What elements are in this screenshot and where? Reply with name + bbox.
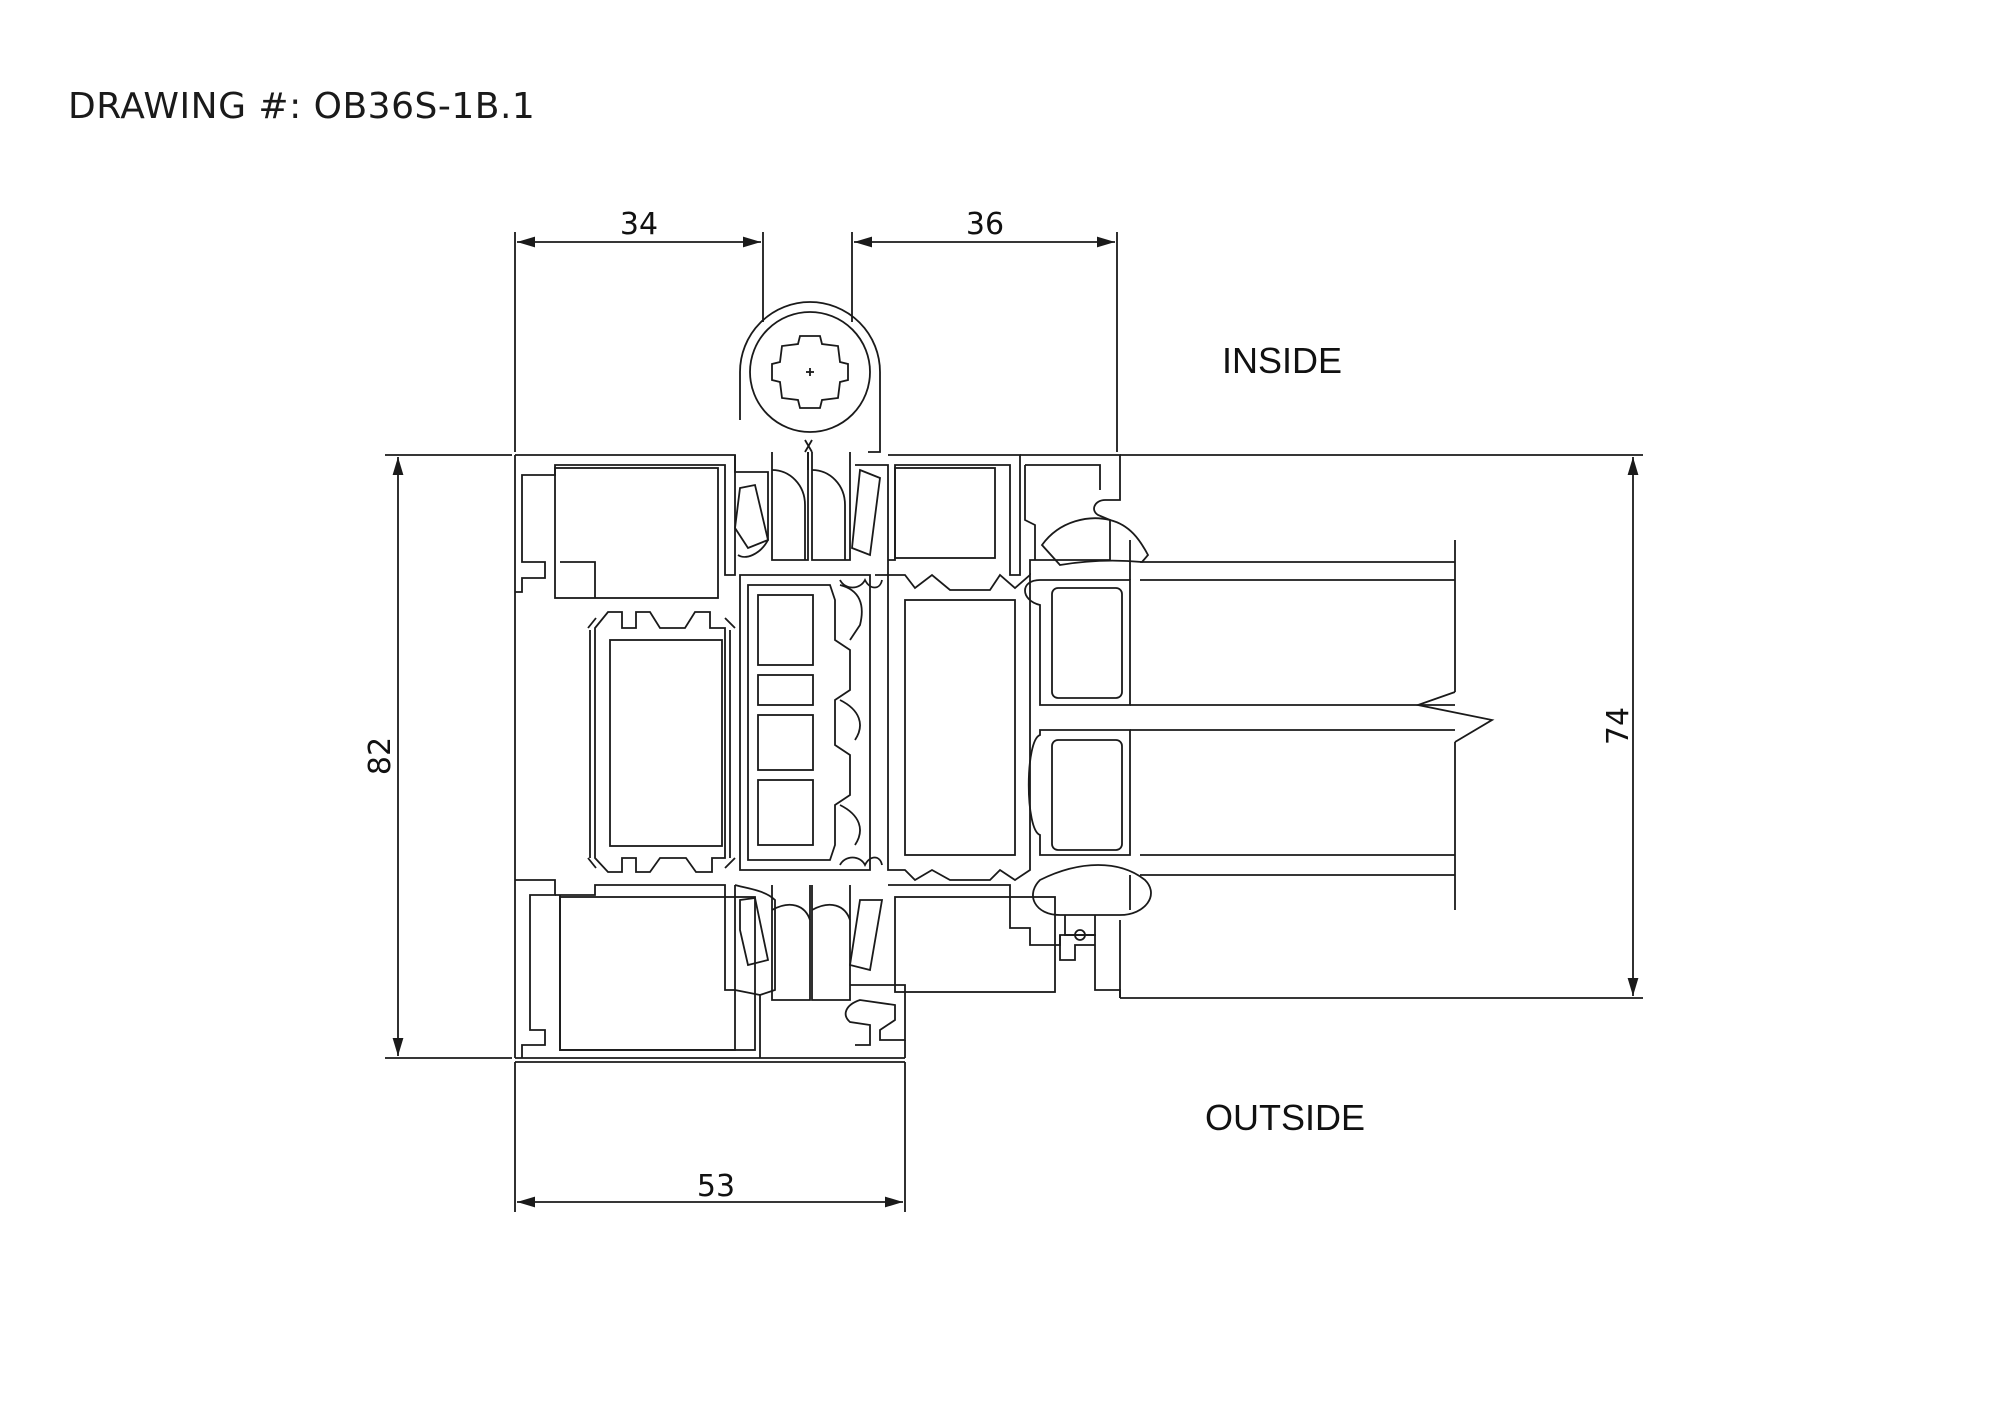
dimension-top-left-text: 34 [620, 207, 658, 242]
thermal-break-insert [739, 574, 883, 871]
bottom-gaskets [734, 884, 906, 1058]
frame-chamber-left [587, 611, 736, 873]
drawing-number: DRAWING #: OB36S-1B.1 [68, 86, 536, 127]
dimension-bottom-width [514, 1062, 906, 1212]
outside-label: OUTSIDE [1205, 1097, 1366, 1138]
top-gaskets [734, 439, 889, 576]
dimension-left-height-text: 82 [363, 737, 398, 775]
dimension-top-right [851, 232, 1118, 452]
glass-panes [1129, 540, 1495, 910]
hinge-roller [739, 301, 881, 453]
dimension-top-left [514, 232, 764, 452]
dimension-bottom-width-text: 53 [697, 1169, 735, 1204]
frame-outer-left [514, 454, 905, 1063]
dimension-left-height [385, 454, 512, 1059]
inside-label: INSIDE [1222, 340, 1343, 381]
dimension-right-height-text: 74 [1601, 707, 1636, 745]
glazing-beads [1024, 517, 1152, 941]
dimension-top-right-text: 36 [966, 207, 1004, 242]
dimension-right-height [1120, 454, 1643, 999]
sash-body [887, 454, 1121, 998]
